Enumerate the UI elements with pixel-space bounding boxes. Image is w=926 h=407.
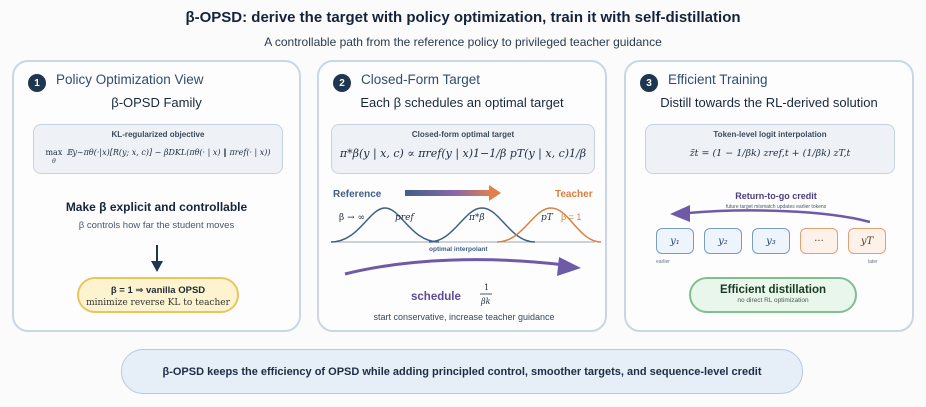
- main-title: β-OPSD: derive the target with policy op…: [185, 9, 741, 26]
- beta-control-note: β controls how far the student moves: [78, 220, 235, 231]
- p-ref-label: pref: [395, 213, 415, 223]
- reference-curve: [330, 207, 440, 243]
- vanilla-opsd-subtitle: minimize reverse KL to teacher: [86, 298, 230, 308]
- efficient-distillation-callout: Efficient distillation no direct RL opti…: [689, 277, 857, 313]
- efficient-distillation-subtitle: no direct RL optimization: [737, 297, 809, 304]
- panel-policy-optimization: 1 Policy Optimization View β-OPSD Family…: [12, 60, 301, 332]
- return-to-go-title: Return-to-go credit: [735, 191, 817, 201]
- step-number-3: 3: [640, 74, 658, 92]
- closed-form-header: Closed-form optimal target: [411, 130, 515, 139]
- panel-subtitle: Distill towards the RL-derived solution: [660, 95, 878, 110]
- subtitle: A controllable path from the reference p…: [264, 35, 662, 49]
- closed-form-box: Closed-form optimal target π*β(y | x, c)…: [331, 124, 595, 174]
- distribution-diagram: Reference Teacher β → ∞ pref π*β pT β = …: [330, 185, 602, 322]
- panel-title: Efficient Training: [668, 72, 768, 87]
- token-y2: y₂: [704, 228, 742, 254]
- panel-subtitle: Each β schedules an optimal target: [360, 95, 564, 110]
- pi-star-label: π*β: [468, 213, 485, 223]
- optimal-interpolant-label: optimal interpolant: [429, 246, 488, 253]
- token-y1: y₁: [656, 228, 694, 254]
- earlier-label: earlier: [656, 259, 670, 265]
- efficient-distillation-title: Efficient distillation: [719, 284, 827, 296]
- beta-one-label: β = 1: [561, 212, 581, 222]
- credit-diagram: Return-to-go credit future target mismat…: [656, 191, 878, 265]
- objective-theta: θ: [52, 158, 56, 165]
- teacher-curve: [496, 207, 602, 243]
- teacher-label: Teacher: [555, 189, 593, 200]
- reference-label: Reference: [333, 189, 382, 200]
- panel-title: Policy Optimization View: [56, 72, 204, 87]
- objective-max: max: [45, 148, 63, 157]
- step-number-2: 2: [333, 74, 351, 92]
- explicit-beta-heading: Make β explicit and controllable: [65, 200, 248, 214]
- reference-to-teacher-arrow-icon: [405, 185, 501, 201]
- objective-body: 𝔼y∼πθ(·|x)[R(y; x, c)] − βDKL(πθ(· | x) …: [66, 148, 271, 157]
- logit-interpolation-header: Token-level logit interpolation: [713, 130, 827, 139]
- closed-form-equation: π*β(y | x, c) ∝ πref(y | x)1−1/β pT(y | …: [339, 147, 587, 160]
- schedule-arrow-icon: [344, 257, 581, 276]
- down-arrow-icon: [151, 245, 163, 272]
- summary-banner: β-OPSD keeps the efficiency of OPSD whil…: [121, 349, 803, 394]
- schedule-denominator: βk: [480, 297, 491, 306]
- logit-interpolation-equation: z̃t = (1 − 1/βk) zref,t + (1/βk) zT,t: [689, 148, 851, 159]
- objective-equation: max θ 𝔼y∼πθ(·|x)[R(y; x, c)] − βDKL(πθ(·…: [34, 148, 282, 166]
- objective-box: KL-regularized objective max θ 𝔼y∼πθ(·|x…: [33, 124, 283, 174]
- token-ellipsis: ···: [800, 228, 838, 254]
- vanilla-opsd-title: β = 1 ⇒ vanilla OPSD: [110, 285, 206, 296]
- schedule-numerator: 1: [484, 283, 489, 292]
- panel-closed-form-target: 2 Closed-Form Target Each β schedules an…: [317, 60, 607, 332]
- later-label: later: [868, 259, 878, 265]
- panel-title: Closed-Form Target: [361, 72, 481, 87]
- vanilla-opsd-callout: β = 1 ⇒ vanilla OPSD minimize reverse KL…: [77, 277, 239, 313]
- return-to-go-subtitle: future target mismatch updates earlier t…: [726, 204, 827, 210]
- panel-subtitle: β-OPSD Family: [111, 95, 202, 110]
- panel-efficient-training: 3 Efficient Training Distill towards the…: [624, 60, 914, 332]
- credit-arrow-icon: [670, 205, 871, 224]
- objective-header: KL-regularized objective: [111, 130, 205, 139]
- schedule-label: schedule: [411, 291, 461, 303]
- beta-infinity-label: β → ∞: [339, 213, 365, 223]
- step-number-1: 1: [28, 74, 46, 92]
- p-teacher-label: pT: [541, 213, 554, 223]
- token-yT: yT: [848, 228, 886, 254]
- token-y3: y₃: [752, 228, 790, 254]
- logit-interpolation-box: Token-level logit interpolation z̃t = (1…: [645, 124, 895, 174]
- schedule-note: start conservative, increase teacher gui…: [373, 312, 554, 322]
